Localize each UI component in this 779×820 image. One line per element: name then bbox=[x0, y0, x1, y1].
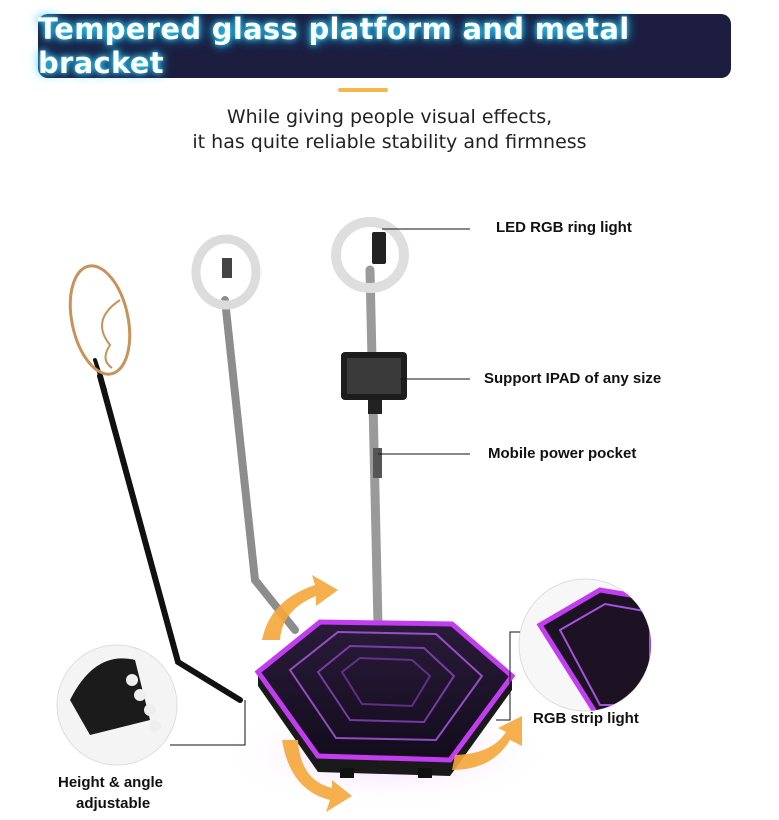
rotation-arrows bbox=[262, 575, 522, 812]
banner-title: Tempered glass platform and metal bracke… bbox=[38, 12, 630, 80]
hexagon-platform bbox=[254, 619, 516, 778]
arrow-bottom-left bbox=[282, 740, 352, 812]
subtitle-line-2: it has quite reliable stability and firm… bbox=[192, 131, 587, 153]
callout-power-pocket: Mobile power pocket bbox=[488, 445, 637, 462]
callout-lines bbox=[170, 228, 520, 746]
title-banner: Tempered glass platform and metal bracke… bbox=[38, 12, 731, 80]
phone-holder bbox=[372, 232, 386, 264]
ipad-holder bbox=[341, 352, 407, 414]
callout-ring-light: LED RGB ring light bbox=[496, 219, 632, 236]
arrow-top-left bbox=[262, 575, 338, 640]
left-pole bbox=[97, 373, 243, 703]
ring-light-left bbox=[68, 264, 132, 376]
middle-pole bbox=[221, 296, 299, 634]
arrow-bottom-right bbox=[452, 716, 522, 770]
zoom-strip-light bbox=[518, 578, 652, 712]
right-pole bbox=[365, 265, 383, 630]
accent-bar bbox=[338, 88, 388, 92]
ring-light-right bbox=[331, 217, 409, 293]
ring-lights bbox=[68, 217, 409, 376]
ring-light-middle bbox=[191, 234, 261, 310]
callout-strip-light: RGB strip light bbox=[533, 710, 639, 727]
callout-height-line-1: Height & angle bbox=[58, 774, 164, 791]
callout-ipad: Support IPAD of any size bbox=[484, 370, 662, 387]
platform-top bbox=[254, 619, 516, 763]
subtitle-line-1: While giving people visual effects, bbox=[226, 106, 553, 128]
zoom-height-mechanism bbox=[56, 644, 178, 766]
callout-height-line-2: adjustable bbox=[76, 795, 151, 812]
